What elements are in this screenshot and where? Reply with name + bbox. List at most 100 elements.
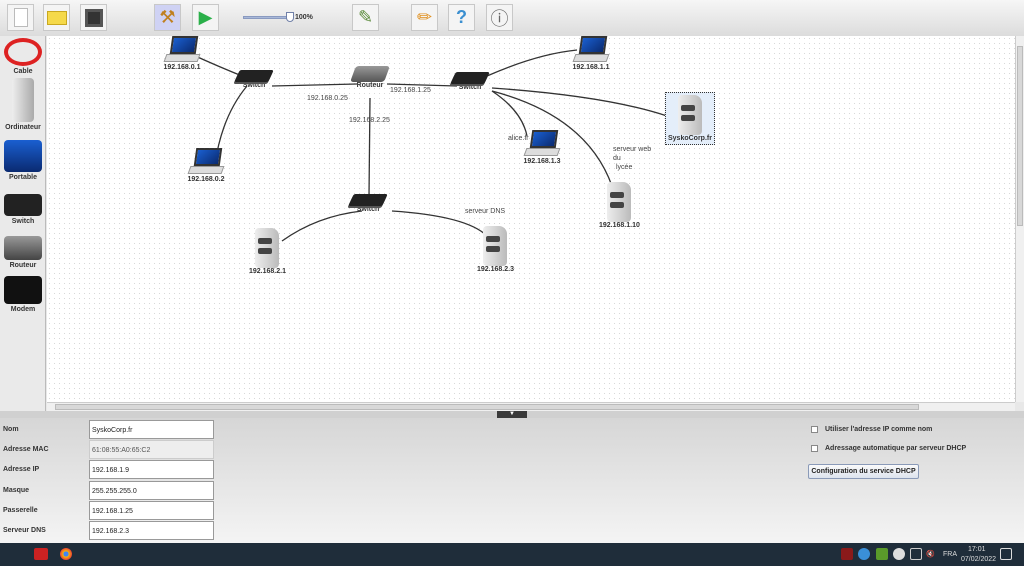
about-button[interactable]: ⓘ: [486, 4, 513, 31]
interface-label: 192.168.1.25: [390, 87, 431, 94]
laptop-node[interactable]: 192.168.0.2: [187, 148, 225, 183]
tray-icon[interactable]: [893, 548, 905, 560]
language-indicator[interactable]: FRA: [943, 551, 957, 558]
palette-label: Portable: [8, 174, 37, 181]
edit-button[interactable]: ✏: [411, 4, 438, 31]
laptop-node[interactable]: 192.168.0.1: [163, 36, 201, 71]
play-icon: ▶: [198, 7, 213, 27]
display-tray-icon[interactable]: [910, 548, 922, 560]
help-icon: ?: [456, 7, 467, 27]
chrome-icon[interactable]: [60, 548, 72, 560]
router-icon: [4, 236, 42, 260]
node-label: 192.168.2.1: [249, 268, 286, 275]
cables: [190, 49, 668, 242]
save-button[interactable]: [80, 4, 107, 31]
collapse-panel-button[interactable]: ▼: [497, 411, 527, 418]
simulation-mode-button[interactable]: ▶: [192, 4, 219, 31]
checkbox-box[interactable]: [811, 445, 818, 452]
folder-icon: [46, 10, 67, 25]
router-icon: [350, 66, 390, 82]
vertical-scrollbar[interactable]: [1015, 36, 1024, 402]
toolbar: ⚒ ▶ 100% ✎ ✏ ? ⓘ: [0, 0, 1024, 36]
node-label: Switch: [458, 84, 482, 91]
palette-cable[interactable]: Cable: [2, 38, 44, 75]
palette-switch[interactable]: Switch: [2, 194, 44, 225]
ip-input[interactable]: 192.168.1.9: [89, 460, 214, 479]
notifications-icon[interactable]: [1000, 548, 1012, 560]
design-mode-button[interactable]: ⚒: [154, 4, 181, 31]
zoom-value: 100%: [295, 14, 313, 21]
taskbar: 🔇 FRA 17:01 07/02/2022: [0, 543, 1024, 566]
network-canvas[interactable]: 192.168.0.1 192.168.0.2 Switch Routeur S…: [47, 36, 1015, 402]
server-icon: [483, 226, 508, 266]
new-file-button[interactable]: [7, 4, 34, 31]
network-tray-icon[interactable]: [858, 548, 870, 560]
dhcp-auto-checkbox[interactable]: Adressage automatique par serveur DHCP: [811, 445, 966, 452]
switch-node[interactable]: Switch: [450, 72, 490, 91]
laptop-icon: [572, 36, 610, 64]
note-label: serveur DNS: [465, 208, 506, 215]
info-icon: ⓘ: [490, 8, 509, 29]
scroll-thumb[interactable]: [55, 404, 919, 410]
palette-router[interactable]: Routeur: [2, 236, 44, 269]
name-input[interactable]: SyskoCorp.fr: [89, 420, 214, 439]
laptop-node[interactable]: 192.168.1.3: [523, 130, 561, 165]
help-button[interactable]: ?: [448, 4, 475, 31]
use-ip-as-name-checkbox[interactable]: Utiliser l'adresse IP comme nom: [811, 426, 932, 433]
open-button[interactable]: [43, 4, 70, 31]
server-node[interactable]: 192.168.2.1: [249, 228, 286, 275]
pdf-tray-icon[interactable]: [841, 548, 853, 560]
note-label: du: [613, 155, 621, 162]
floppy-icon: [84, 8, 103, 27]
palette-modem[interactable]: Modem: [2, 276, 44, 313]
server-node[interactable]: 192.168.1.10: [599, 182, 640, 229]
wizard-button[interactable]: ✎: [352, 4, 379, 31]
checkbox-label: Utiliser l'adresse IP comme nom: [825, 426, 933, 433]
node-label: 192.168.1.10: [599, 222, 640, 229]
checkbox-label: Adressage automatique par serveur DHCP: [825, 445, 967, 452]
gateway-input[interactable]: 192.168.1.25: [89, 501, 214, 520]
nvidia-tray-icon[interactable]: [876, 548, 888, 560]
zoom-slider[interactable]: [243, 16, 289, 19]
cable: [271, 83, 358, 87]
palette-computer[interactable]: Ordinateur: [2, 78, 44, 131]
zoom-slider-handle[interactable]: [286, 12, 294, 22]
checkbox-box[interactable]: [811, 426, 818, 433]
switch-icon: [234, 70, 274, 82]
server-icon: [607, 182, 632, 222]
node-label: Switch: [356, 206, 380, 213]
horizontal-scrollbar[interactable]: [47, 402, 1015, 411]
component-palette: Cable Ordinateur Portable Switch Routeur…: [0, 36, 46, 412]
laptop-icon: [163, 36, 201, 64]
laptop-icon: [187, 148, 225, 176]
server-icon: [677, 95, 702, 135]
filius-app-icon[interactable]: [34, 548, 48, 560]
node-label: 192.168.2.3: [477, 266, 514, 273]
volume-muted-icon[interactable]: 🔇: [926, 551, 935, 558]
note-label: serveur web: [613, 146, 652, 153]
palette-laptop[interactable]: Portable: [2, 140, 44, 181]
switch-node[interactable]: Switch: [348, 194, 388, 213]
clock-date[interactable]: 07/02/2022: [961, 556, 997, 563]
server-node[interactable]: 192.168.2.3: [477, 226, 514, 273]
server-node-selected[interactable]: SyskoCorp.fr: [665, 92, 715, 145]
switch-icon: [450, 72, 490, 84]
cable: [368, 97, 371, 197]
file-icon: [13, 8, 28, 27]
scroll-thumb[interactable]: [1017, 46, 1023, 226]
dhcp-config-button[interactable]: Configuration du service DHCP: [808, 464, 919, 479]
dns-input[interactable]: 192.168.2.3: [89, 521, 214, 540]
laptop-node[interactable]: 192.168.1.1: [572, 36, 610, 71]
mask-input[interactable]: 255.255.255.0: [89, 481, 214, 500]
clock-time[interactable]: 17:01: [968, 546, 986, 553]
switch-node[interactable]: Switch: [234, 70, 274, 89]
router-node[interactable]: Routeur: [350, 66, 390, 89]
cable: [491, 87, 668, 117]
node-label: Routeur: [356, 82, 384, 89]
